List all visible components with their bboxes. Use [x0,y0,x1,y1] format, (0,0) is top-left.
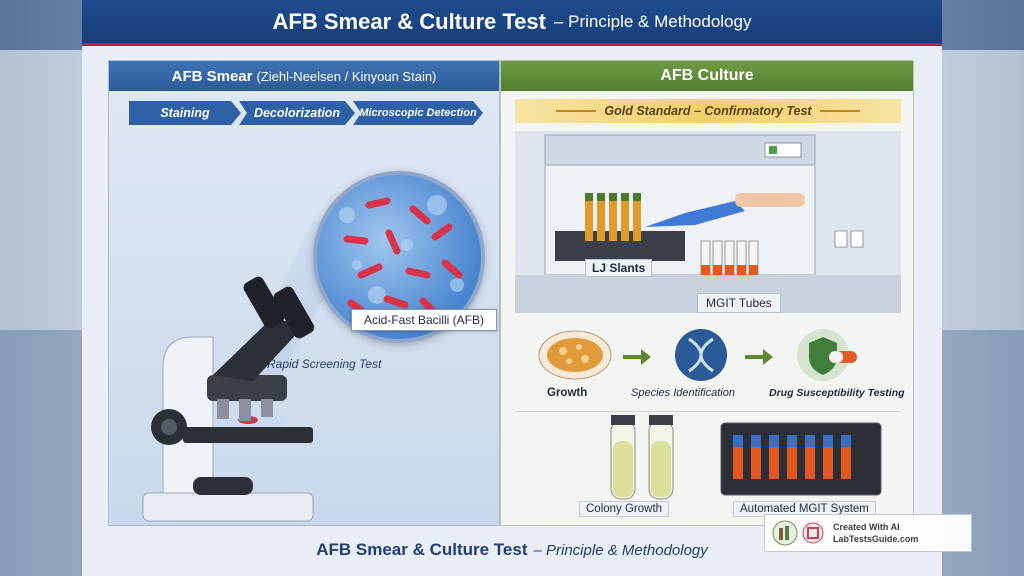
page-title: AFB Smear & Culture Test [272,8,546,34]
step-decolorization: Decolorization [239,101,355,125]
culture-workflow [538,329,857,381]
footer-caption: AFB Smear & Culture Test – Principle & M… [82,532,942,568]
section-divider [515,411,901,412]
watermark-badge: Created With AI LabTestsGuide.com [764,514,972,552]
footer-subtitle: – Principle & Methodology [533,541,708,559]
workflow-labels: Growth Species Identification Drug Susce… [501,387,915,405]
blurred-side-right [942,0,1024,576]
smear-header: AFB Smear (Ziehl-Neelsen / Kinyoun Stain… [109,61,499,91]
smear-title-paren: (Ziehl-Neelsen / Kinyoun Stain) [256,68,437,84]
smear-panel: AFB Smear (Ziehl-Neelsen / Kinyoun Stain… [108,60,500,526]
colony-growth-label: Colony Growth [579,501,670,517]
culture-title: AFB Culture [501,61,913,91]
colony-and-mgit-system-icon [610,415,882,500]
flow-species-label: Species Identification [631,387,735,399]
page-subtitle: – Principle & Methodology [553,11,752,31]
footer-title: AFB Smear & Culture Test [316,540,528,559]
step-microscopic-detection: Microscopic Detection [353,101,483,125]
watermark-line2: LabTestsGuide.com [833,534,919,544]
microscope-icon [142,276,315,522]
biosafety-cabinet-icon [515,131,901,313]
infographic-card: AFB Smear & Culture Test – Principle & M… [82,0,942,576]
smear-title: AFB Smear [171,67,253,85]
mgit-system-label: Automated MGIT System [733,501,876,517]
afb-label: Acid-Fast Bacilli (AFB) [351,309,497,331]
flow-drug-susceptibility-label: Drug Susceptibility Testing [769,387,905,399]
mgit-tubes-label: MGIT Tubes [697,293,781,313]
labtestsguide-logo-icon [772,520,824,546]
gold-standard-text: Gold Standard – Confirmatory Test [604,104,812,118]
step-staining: Staining [129,101,241,125]
top-banner: AFB Smear & Culture Test – Principle & M… [82,0,942,46]
blurred-side-left [0,0,82,576]
gold-standard-banner: Gold Standard – Confirmatory Test [515,99,901,123]
watermark-line1: Created With AI [833,522,900,532]
culture-panel: AFB Culture Gold Standard – Confirmatory… [500,60,914,526]
flow-growth-label: Growth [547,387,588,399]
smear-steps: Staining Decolorization Microscopic Dete… [129,101,483,125]
rapid-screening-label: Rapid Screening Test [267,357,382,371]
lj-slants-label: LJ Slants [585,259,653,277]
bacilli-icon [339,195,464,319]
